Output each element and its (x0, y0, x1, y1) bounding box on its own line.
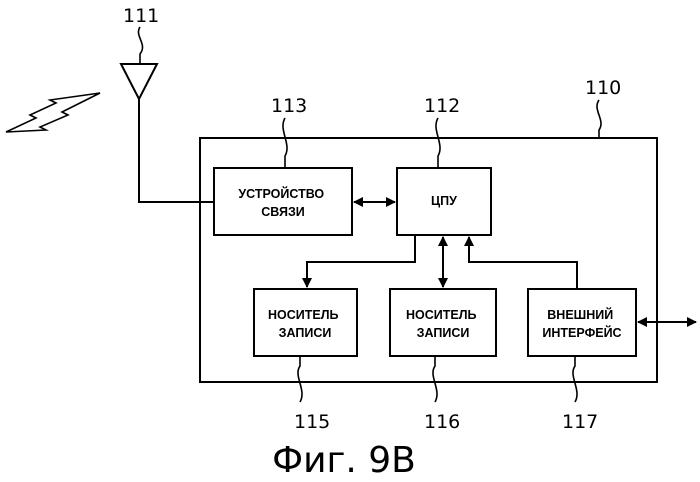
cpu-label: ЦПУ (431, 194, 457, 208)
antenna-icon (121, 64, 157, 99)
ext-interface-block (528, 289, 636, 356)
medium-116-block (390, 289, 496, 356)
device-leader (597, 100, 601, 138)
cpu-ref-label: 112 (424, 95, 460, 117)
antenna-feed-line (139, 99, 214, 202)
ext-interface-leader (573, 356, 577, 402)
figure-caption: Фиг. 9В (272, 440, 416, 481)
ext-interface-ref-label: 117 (562, 411, 598, 433)
medium-116-leader (433, 356, 437, 402)
ext-interface-to-cpu-link (469, 237, 577, 289)
medium-115-block (254, 289, 357, 356)
cpu-leader (436, 118, 440, 168)
antenna-ref-label: 111 (123, 5, 159, 27)
medium-115-ref-label: 115 (294, 411, 330, 433)
comm-leader (283, 118, 287, 168)
device-ref-label: 110 (585, 77, 621, 99)
antenna-leader (138, 27, 142, 64)
medium-115-leader (298, 356, 302, 402)
comm-ref-label: 113 (271, 95, 307, 117)
medium-116-ref-label: 116 (424, 411, 460, 433)
comm-device-block (214, 168, 352, 235)
cpu-to-medium-115-link (307, 235, 415, 287)
wireless-signal-icon (6, 93, 100, 132)
